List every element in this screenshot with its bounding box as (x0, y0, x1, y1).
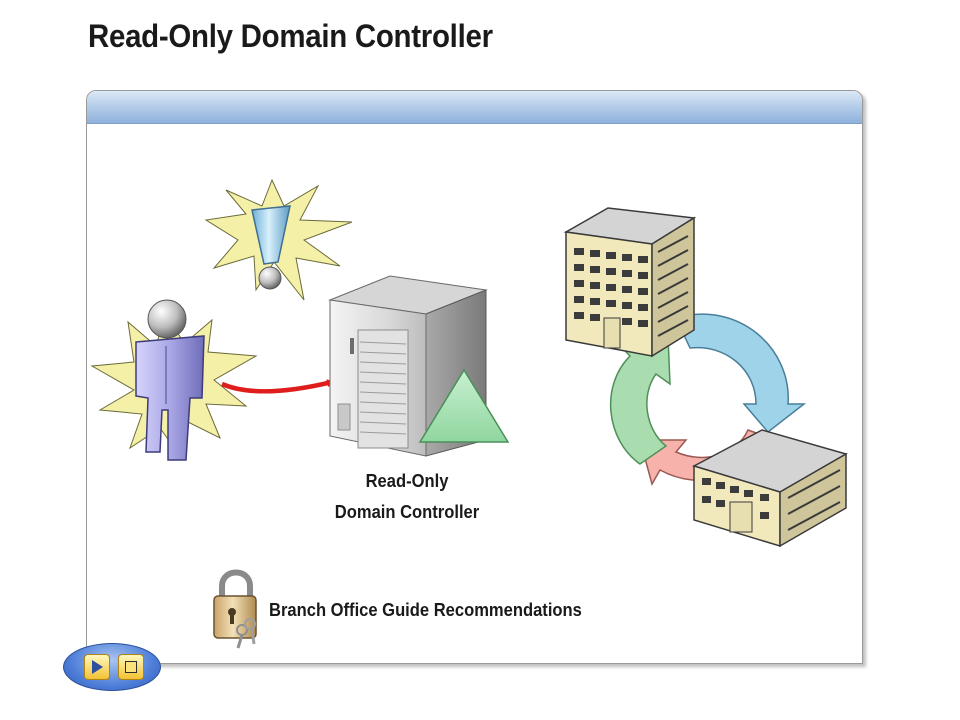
server-tower-icon (328, 275, 488, 457)
padlock-icon (213, 569, 257, 649)
branch-building-icon (692, 429, 848, 548)
stop-button[interactable] (118, 654, 144, 680)
slide-navigation (63, 643, 161, 691)
person-icon (135, 299, 205, 461)
server-caption: Read-Only Domain Controller (309, 466, 506, 528)
stop-icon (125, 661, 137, 673)
play-icon (92, 660, 103, 674)
slide-title: Read-Only Domain Controller (88, 18, 493, 54)
triangle-icon (418, 368, 510, 443)
play-button[interactable] (84, 654, 110, 680)
panel-header-band (87, 91, 862, 124)
access-arrow (221, 379, 335, 394)
exclamation-icon (251, 205, 291, 290)
office-building-icon (563, 207, 697, 358)
server-caption-line1: Read-Only (365, 471, 449, 491)
server-caption-line2: Domain Controller (334, 502, 480, 522)
recommendations-link[interactable]: Branch Office Guide Recommendations (269, 600, 582, 620)
